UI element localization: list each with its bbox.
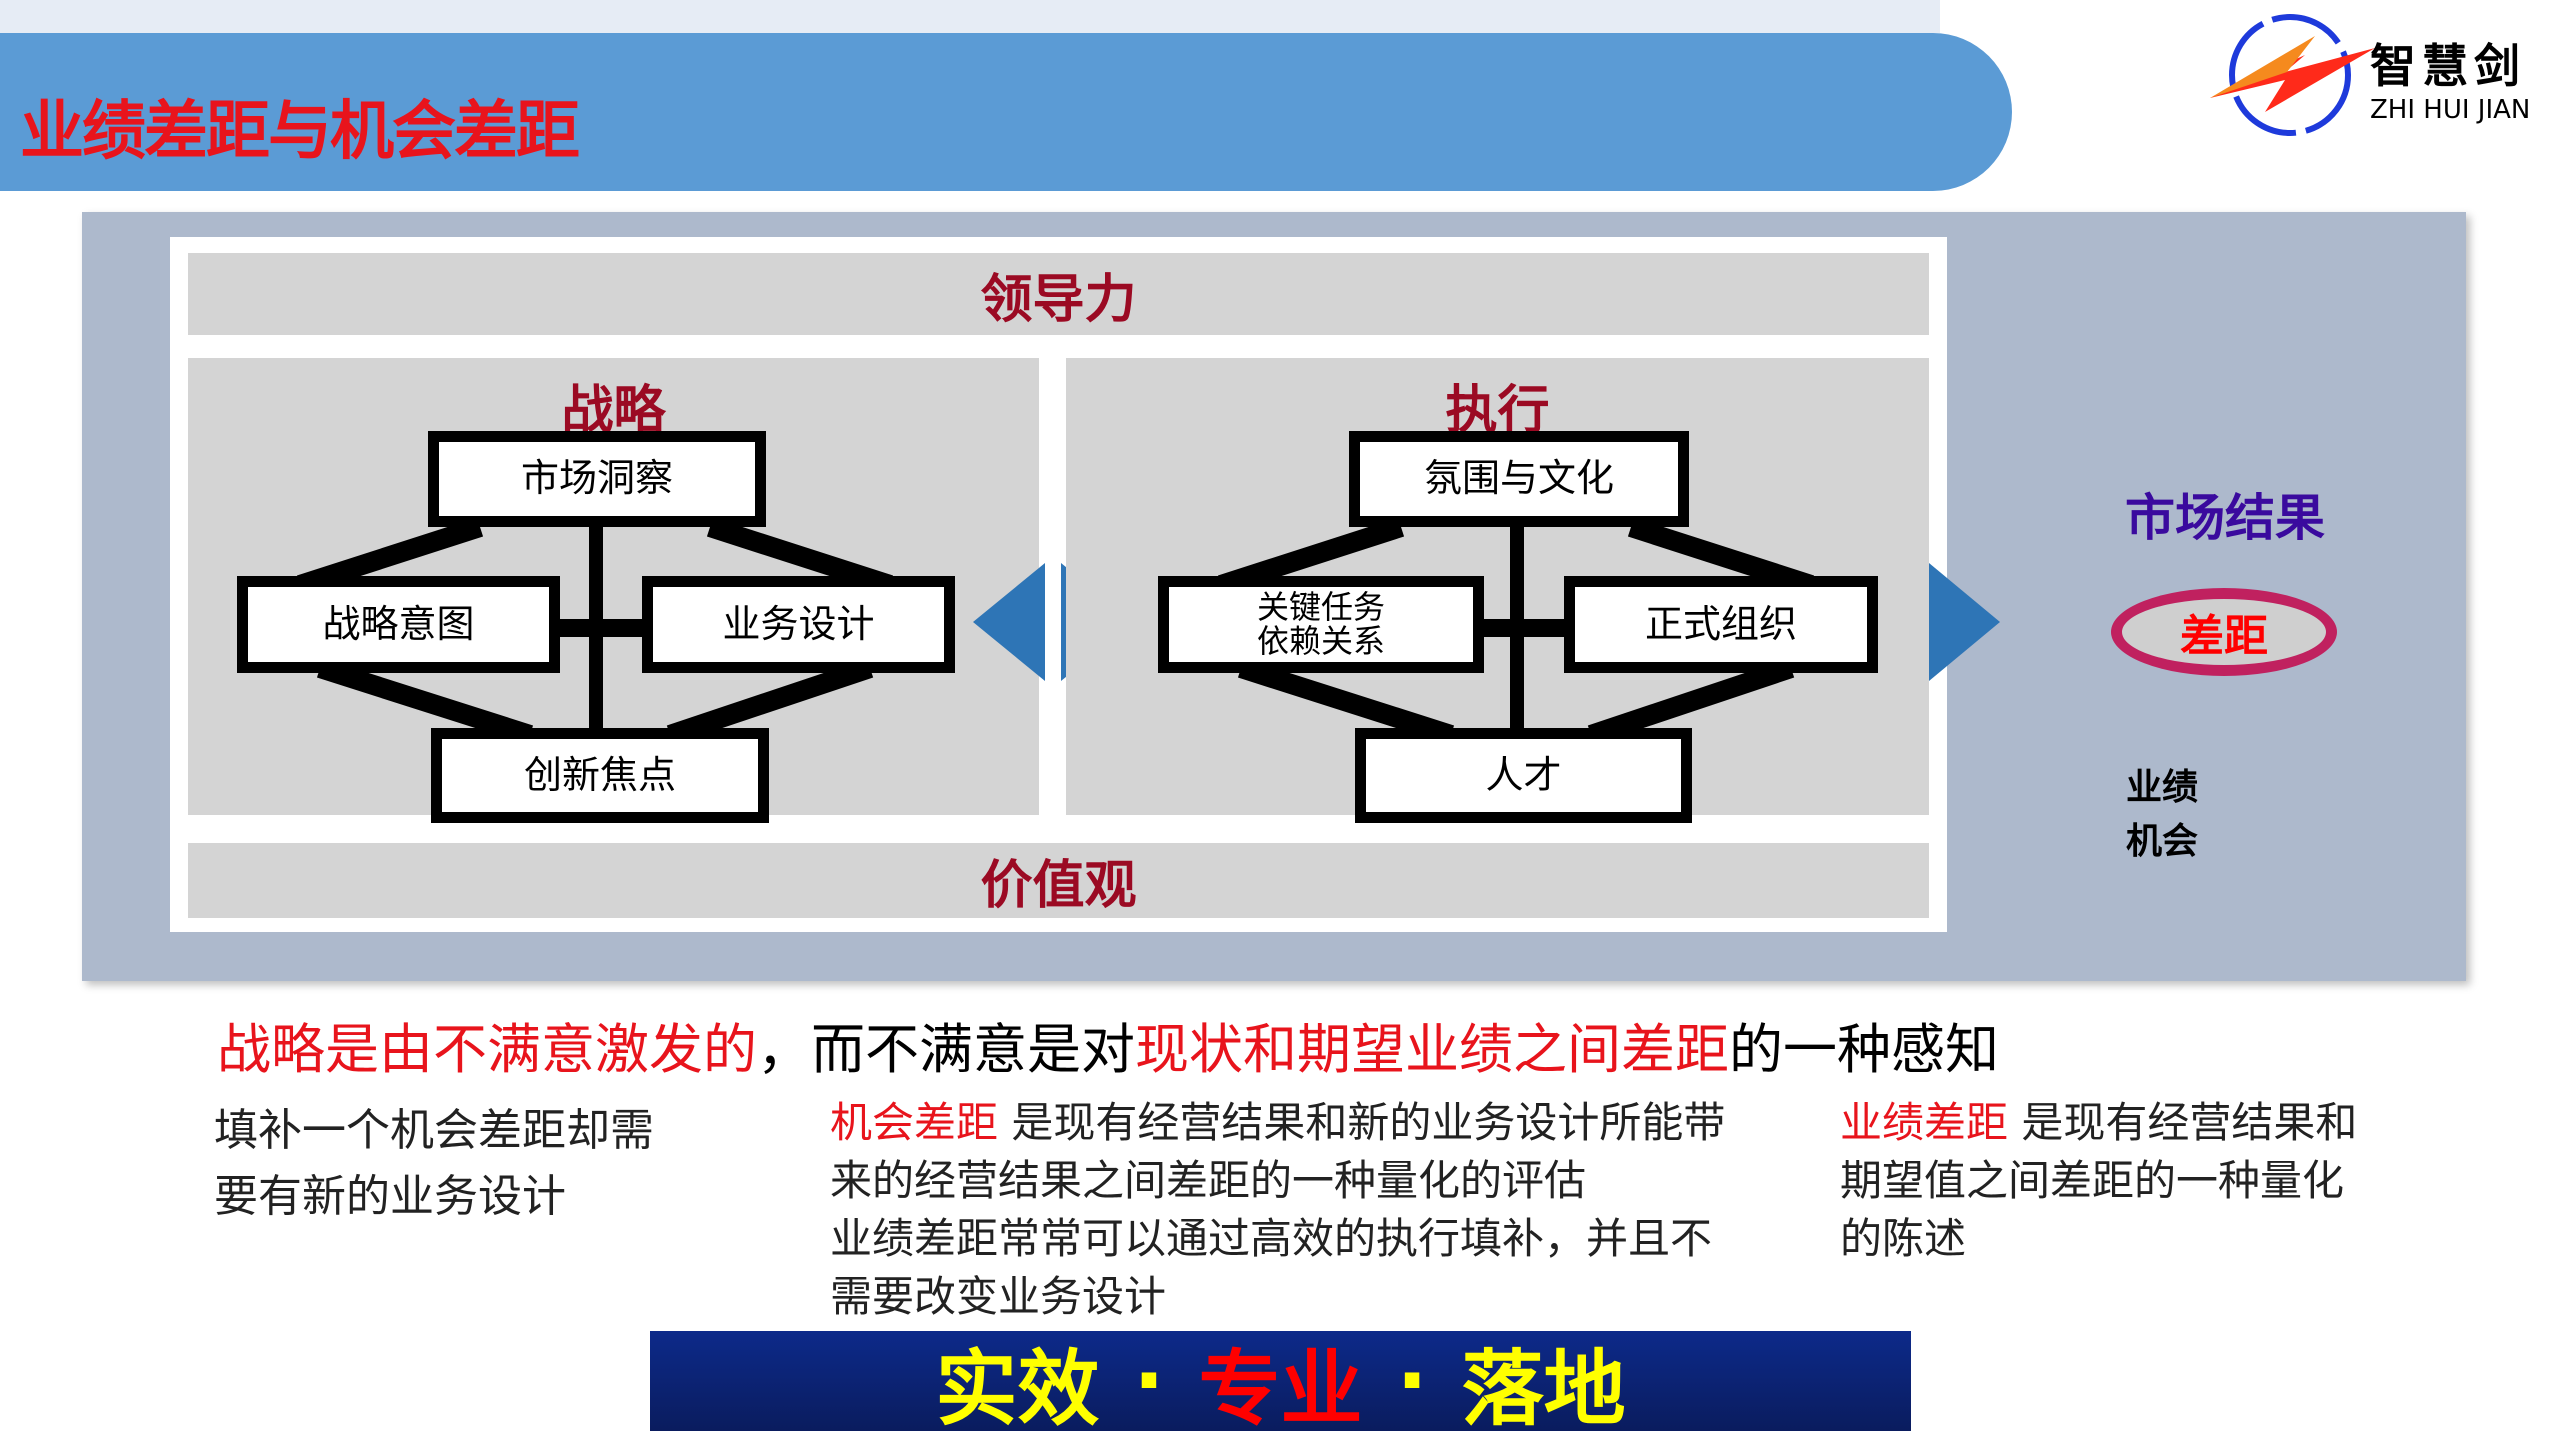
middle-line-2: 来的经营结果之间差距的一种量化的评估 — [830, 1156, 1587, 1205]
title-bar — [0, 33, 2012, 191]
middle-line-3: 业绩差距常常可以通过高效的执行填补，并且不 — [830, 1214, 1713, 1263]
box-market-insight: 市场洞察 — [428, 431, 766, 527]
right-line-3: 的陈述 — [1840, 1214, 1967, 1263]
key-sentence: 战略是由不满意激发的，而不满意是对现状和期望业绩之间差距的一种感知 — [217, 1005, 1999, 1084]
right-line-1: 是现有经营结果和 — [2008, 1098, 2358, 1147]
middle-line-4: 需要改变业务设计 — [830, 1272, 1167, 1321]
middle-line-1: 是现有经营结果和新的业务设计所能带 — [998, 1098, 1726, 1147]
values-bar: 价值观 — [188, 843, 1929, 918]
right-line-2: 期望值之间差距的一种量化 — [1840, 1156, 2345, 1205]
right-column: 业绩差距 是现有经营结果和 期望值之间差距的一种量化 的陈述 — [1840, 1094, 2357, 1268]
label-performance: 业绩 — [2126, 767, 2199, 808]
slogan-banner: 实效 · 专业 · 落地 — [650, 1331, 1911, 1437]
logo: 智慧剑 ZHI HUI JIAN — [2185, 0, 2560, 150]
box-business-design: 业务设计 — [642, 576, 955, 673]
left-line-2: 要有新的业务设计 — [214, 1171, 566, 1222]
market-result-title: 市场结果 — [2125, 489, 2325, 547]
slogan-dot-2: · — [1396, 1333, 1428, 1429]
gap-ellipse: 差距 — [2111, 588, 2337, 676]
term-opportunity-gap: 机会差距 — [830, 1098, 999, 1147]
sentence-part4: 的一种感知 — [1729, 1018, 1999, 1081]
sentence-part1: 战略是由不满意激发的 — [217, 1018, 757, 1081]
box-climate-culture: 氛围与文化 — [1349, 431, 1689, 527]
left-line-1: 填补一个机会差距却需 — [214, 1105, 654, 1156]
leadership-bar: 领导力 — [188, 253, 1929, 335]
logo-en: ZHI HUI JIAN — [2370, 95, 2531, 125]
left-column: 填补一个机会差距却需 要有新的业务设计 — [214, 1098, 654, 1230]
box-formal-organization: 正式组织 — [1564, 576, 1878, 673]
page-title: 业绩差距与机会差距 — [20, 95, 580, 169]
slogan-professional: 专业 — [1198, 1341, 1363, 1437]
arrow-left-icon — [973, 563, 1045, 681]
arrow-result-icon — [1929, 563, 2000, 681]
slogan-effective: 实效 — [935, 1341, 1100, 1437]
box-innovation-focus: 创新焦点 — [431, 728, 769, 823]
sentence-part2: ，而不满意是对 — [757, 1018, 1135, 1081]
lightning-logo-icon — [2210, 14, 2375, 136]
middle-column: 机会差距 是现有经营结果和新的业务设计所能带 来的经营结果之间差距的一种量化的评… — [830, 1094, 1725, 1326]
box-critical-tasks: 关键任务 依赖关系 — [1158, 576, 1484, 673]
top-strip — [0, 0, 1940, 33]
logo-cn: 智慧剑 — [2370, 39, 2526, 93]
box-strategic-intent: 战略意图 — [237, 576, 560, 673]
slogan-landing: 落地 — [1461, 1341, 1626, 1437]
box-talent: 人才 — [1355, 728, 1692, 823]
sentence-part3: 现状和期望业绩之间差距 — [1135, 1018, 1729, 1081]
label-opportunity: 机会 — [2126, 821, 2199, 862]
term-performance-gap: 业绩差距 — [1840, 1098, 2009, 1147]
slogan-dot-1: · — [1133, 1333, 1165, 1429]
